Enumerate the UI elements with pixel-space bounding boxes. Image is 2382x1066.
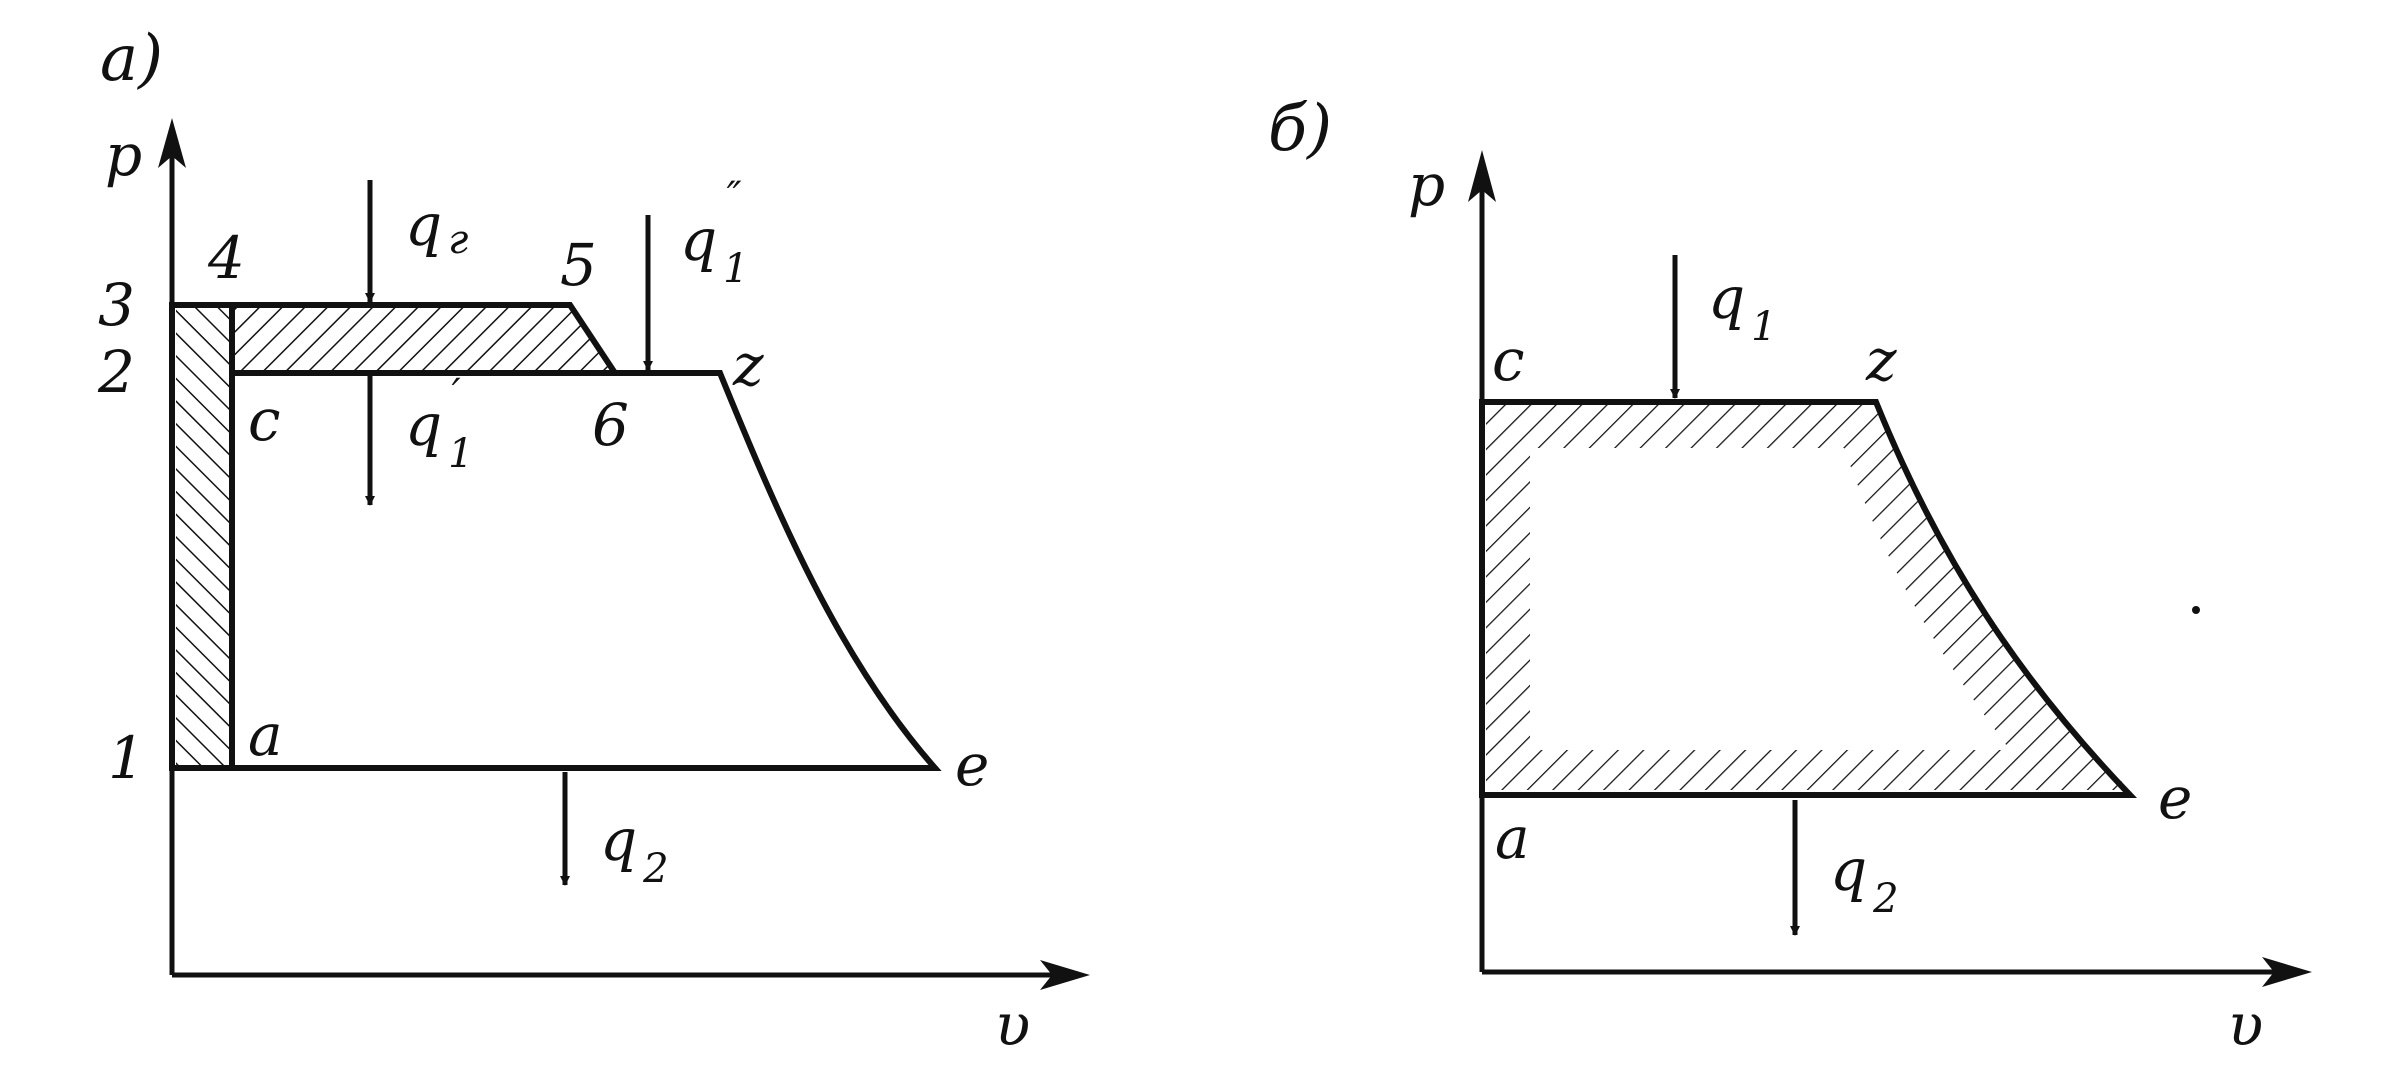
cycle-outline-a — [169, 302, 942, 771]
cycle-outline-b — [1479, 399, 2138, 798]
point-4: 4 — [207, 224, 245, 292]
axis-x-label-b: υ — [2228, 991, 2263, 1059]
x-axis-arrow-b — [2262, 957, 2312, 987]
hatch-top-band — [235, 308, 615, 372]
point-e-a: e — [955, 731, 989, 799]
stray-dot — [2192, 606, 2200, 614]
x-axis-arrow-a — [1040, 960, 1090, 990]
axis-y-label-b: p — [1408, 151, 1445, 219]
axis-x-label-a: υ — [995, 991, 1030, 1059]
hatch-ring-b — [1486, 404, 2130, 790]
point-5: 5 — [560, 231, 597, 299]
point-e-b: e — [2158, 764, 2192, 832]
point-c-b: c — [1492, 326, 1524, 394]
point-a-b: a — [1495, 804, 1530, 872]
point-6: 6 — [592, 391, 629, 459]
panel-label-a: а) — [100, 22, 163, 96]
point-a-a: a — [248, 701, 283, 769]
level-2: 2 — [97, 338, 135, 406]
level-3: 3 — [98, 271, 135, 339]
point-c-a: c — [248, 386, 280, 454]
hatch-vertical-strip — [176, 305, 230, 768]
panel-label-b: б) — [1268, 92, 1332, 166]
point-z-b: z — [1865, 326, 1897, 394]
y-axis-arrow-b — [1468, 150, 1496, 202]
axis-y-label-a: p — [105, 121, 142, 189]
point-z-a: z — [732, 331, 764, 399]
y-axis-arrow-a — [158, 118, 186, 168]
level-1: 1 — [108, 724, 145, 792]
